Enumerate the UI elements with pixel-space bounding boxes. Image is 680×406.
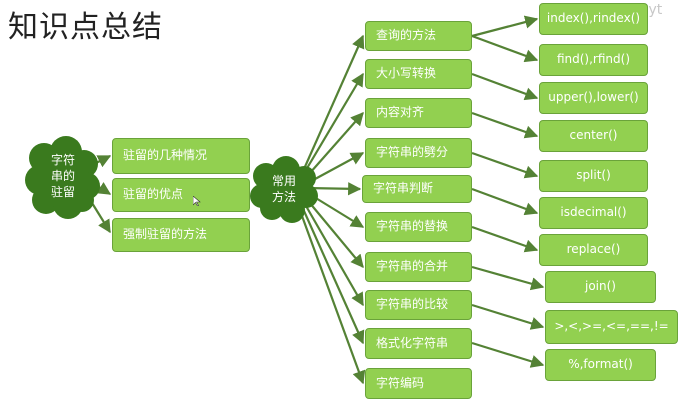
- cloud-intern-line: 字符: [50, 153, 75, 167]
- intern-item-box: 驻留的优点: [112, 178, 250, 212]
- connector-arrow: [471, 187, 539, 216]
- cloud-common-label: 常用 方法: [262, 173, 306, 205]
- category-box: 字符串的比较: [365, 290, 472, 320]
- method-box: %,format(): [545, 349, 656, 381]
- method-box: join(): [545, 271, 656, 303]
- category-box: 字符串判断: [362, 175, 472, 203]
- connector-arrow: [471, 341, 545, 368]
- cloud-common: [250, 156, 318, 223]
- connector-arrow: [303, 195, 364, 269]
- connector-arrow: [471, 34, 539, 63]
- connector-arrow: [471, 111, 539, 139]
- cloud-intern-line: 驻留: [50, 185, 75, 199]
- intern-item-box: 驻留的几种情况: [112, 138, 250, 174]
- connector-arrow: [471, 151, 539, 179]
- method-box: isdecimal(): [539, 197, 648, 229]
- connector-arrow: [298, 34, 365, 179]
- connector-arrow: [471, 225, 539, 253]
- connector-arrow: [299, 72, 364, 181]
- cloud-common-line: 方法: [271, 190, 296, 204]
- cloud-intern-label: 字符 串的 驻留: [41, 152, 85, 200]
- connector-arrow: [471, 265, 545, 291]
- connector-arrow: [298, 201, 365, 345]
- category-box: 查询的方法: [365, 21, 472, 51]
- intern-item-box: 强制驻留的方法: [112, 218, 250, 252]
- mouse-cursor-icon: [193, 196, 201, 206]
- category-box: 字符编码: [365, 368, 472, 399]
- method-box: index(),rindex(): [539, 3, 648, 35]
- category-box: 内容对齐: [365, 98, 472, 128]
- connector-arrow: [471, 72, 539, 101]
- method-box: split(): [539, 160, 648, 192]
- category-box: 字符串的劈分: [365, 138, 472, 168]
- method-box: upper(),lower(): [539, 82, 648, 114]
- category-box: 字符串的合并: [365, 252, 472, 282]
- cloud-intern: [25, 136, 100, 219]
- method-box: >,<,>=,<=,==,!=: [545, 310, 678, 344]
- page-title: 知识点总结: [8, 10, 163, 45]
- cloud-intern-line: 串的: [50, 169, 75, 183]
- category-box: 大小写转换: [365, 59, 472, 89]
- category-box: 格式化字符串: [365, 328, 472, 359]
- method-box: replace(): [539, 234, 648, 266]
- connector-arrow: [471, 303, 545, 330]
- method-box: center(): [539, 120, 648, 152]
- connector-arrow: [301, 198, 364, 307]
- method-box: find(),rfind(): [539, 44, 648, 76]
- category-box: 字符串的替换: [365, 212, 472, 242]
- cloud-common-line: 常用: [271, 174, 296, 188]
- connector-arrow: [471, 15, 539, 38]
- connector-arrow: [296, 204, 366, 385]
